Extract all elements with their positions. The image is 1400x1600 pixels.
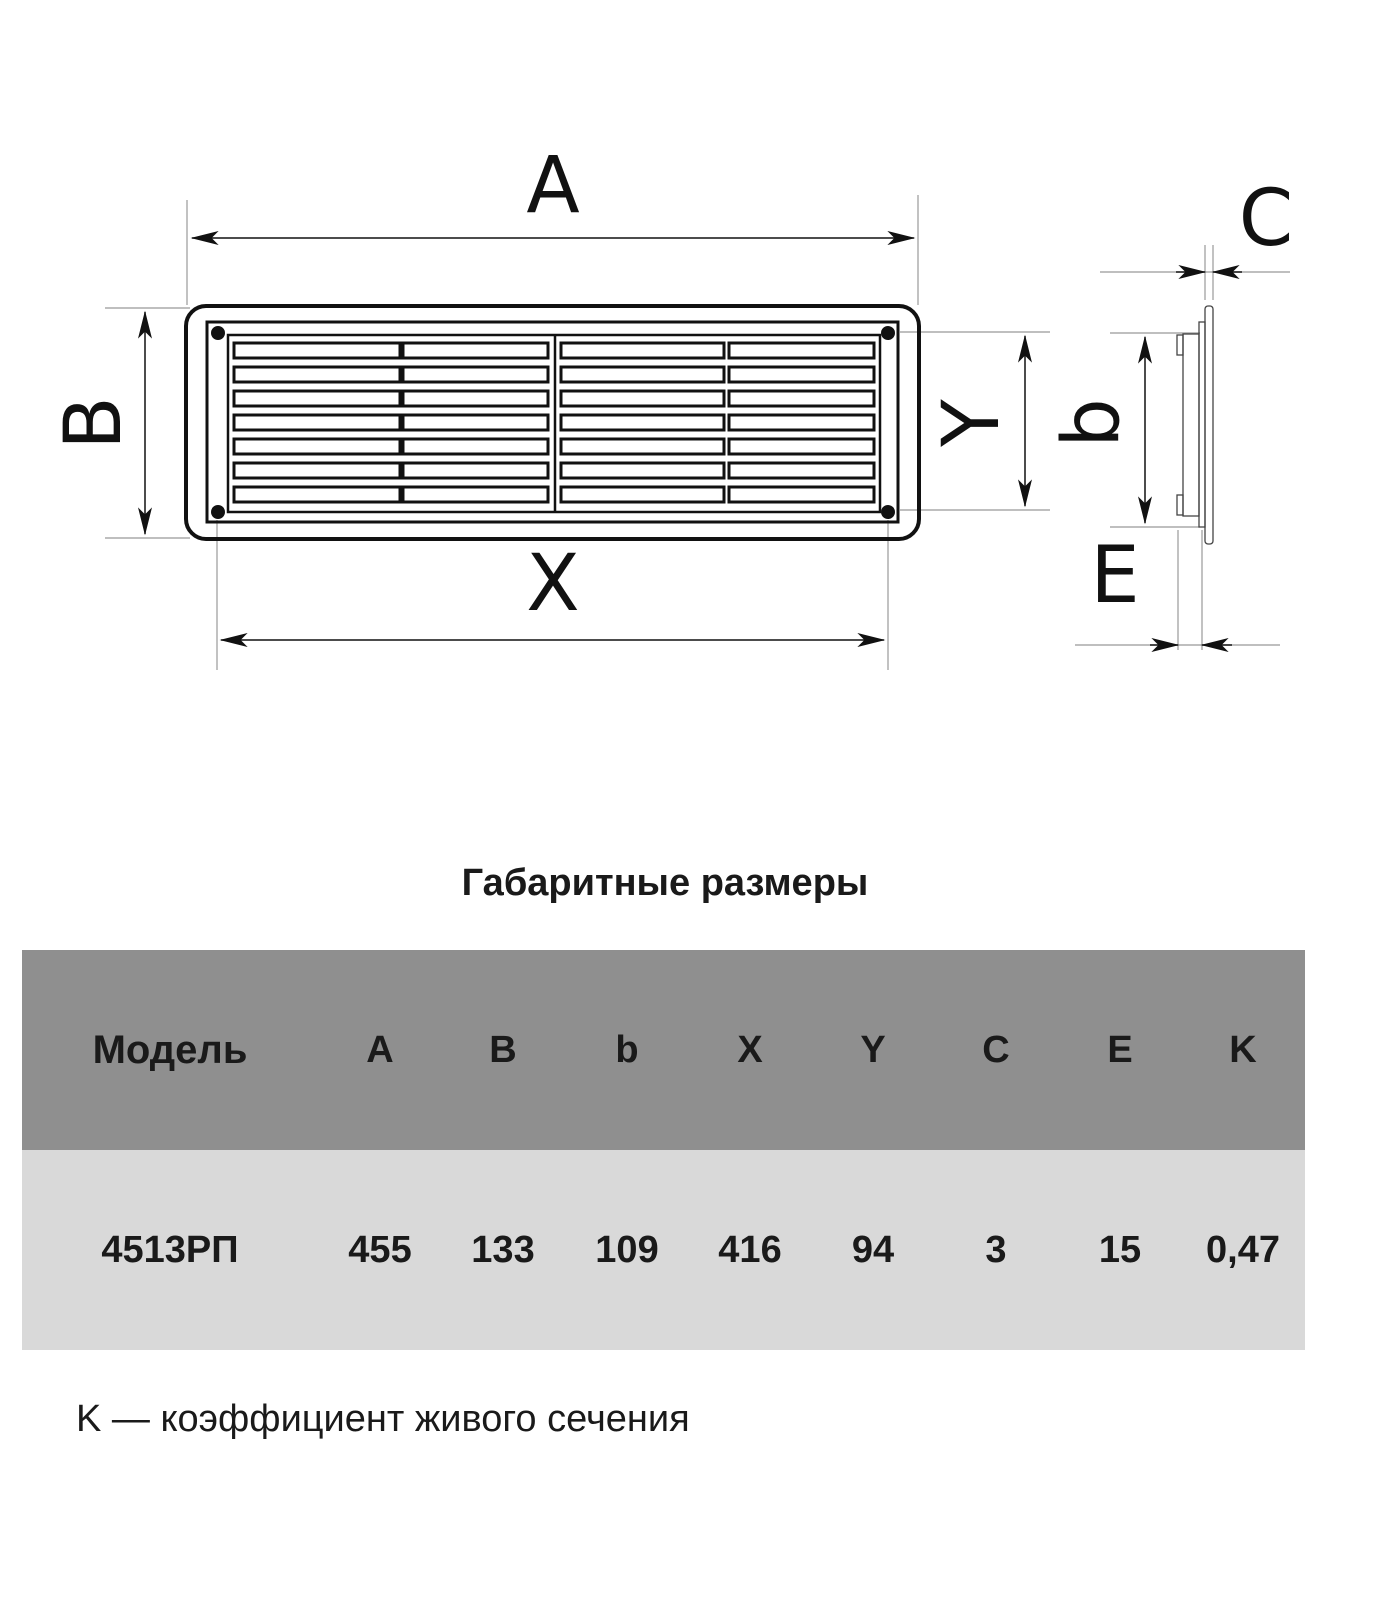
grille-slat: [727, 485, 876, 504]
table-title: Габаритные размеры: [461, 862, 869, 904]
label-X: X: [526, 539, 579, 629]
grille-slat: [727, 461, 876, 480]
label-Y: Y: [927, 399, 1017, 448]
header-0: Модель: [92, 1027, 248, 1072]
screw-icon: [211, 326, 225, 340]
label-B: B: [49, 396, 139, 450]
header-5: Y: [860, 1028, 886, 1071]
cell-0: 4513РП: [101, 1228, 239, 1271]
header-1: A: [366, 1028, 394, 1071]
grille-slat: [401, 365, 550, 384]
cell-8: 0,47: [1206, 1228, 1280, 1271]
grille-slat: [232, 437, 402, 456]
table-row: 4513РП 455 133 109 416 94 3 15 0,47: [22, 1150, 1305, 1350]
grille-front-view: [184, 304, 921, 541]
grille-slat: [232, 389, 402, 408]
screw-icon: [881, 505, 895, 519]
grille-slat: [727, 413, 876, 432]
grille-slat: [559, 485, 726, 504]
header-4: X: [737, 1028, 763, 1071]
grille-drawing: A X B Y b C E: [49, 141, 1293, 670]
header-8: K: [1229, 1028, 1257, 1071]
label-A: A: [526, 141, 579, 231]
grille-slat: [401, 485, 550, 504]
grille-side-view: [1176, 305, 1214, 545]
cell-7: 15: [1098, 1228, 1142, 1271]
grille-slat: [232, 485, 402, 504]
label-b: b: [1047, 398, 1137, 448]
dimension-lines: [138, 231, 1242, 652]
grille-slat: [727, 365, 876, 384]
screw-icon: [881, 326, 895, 340]
cell-5: 94: [851, 1228, 895, 1271]
label-E: E: [1090, 531, 1139, 621]
grille-slat: [401, 341, 550, 360]
cell-3: 109: [595, 1228, 659, 1271]
grille-slat: [727, 341, 876, 360]
grille-slat: [232, 461, 402, 480]
grille-slat: [401, 437, 550, 456]
footnote: K — коэффициент живого сечения: [76, 1398, 690, 1440]
grille-slat: [727, 389, 876, 408]
grille-slat: [559, 437, 726, 456]
grille-slat: [401, 389, 550, 408]
grille-slat: [559, 365, 726, 384]
cell-1: 455: [348, 1228, 412, 1271]
grille-slat: [559, 341, 726, 360]
grille-slat: [232, 413, 402, 432]
cell-4: 416: [718, 1228, 782, 1271]
grille-slat: [401, 461, 550, 480]
header-3: b: [615, 1028, 639, 1071]
grille-slat: [559, 389, 726, 408]
grille-slat: [559, 461, 726, 480]
header-7: E: [1107, 1028, 1133, 1071]
cell-2: 133: [471, 1228, 535, 1271]
cell-6: 3: [985, 1228, 1007, 1271]
grille-slat: [559, 413, 726, 432]
grille-slat: [727, 437, 876, 456]
grille-slat: [232, 365, 402, 384]
grille-slat: [401, 413, 550, 432]
screw-icon: [211, 505, 225, 519]
header-2: B: [489, 1028, 517, 1071]
header-6: C: [982, 1028, 1010, 1071]
grille-slat: [232, 341, 402, 360]
label-C: C: [1239, 174, 1293, 264]
